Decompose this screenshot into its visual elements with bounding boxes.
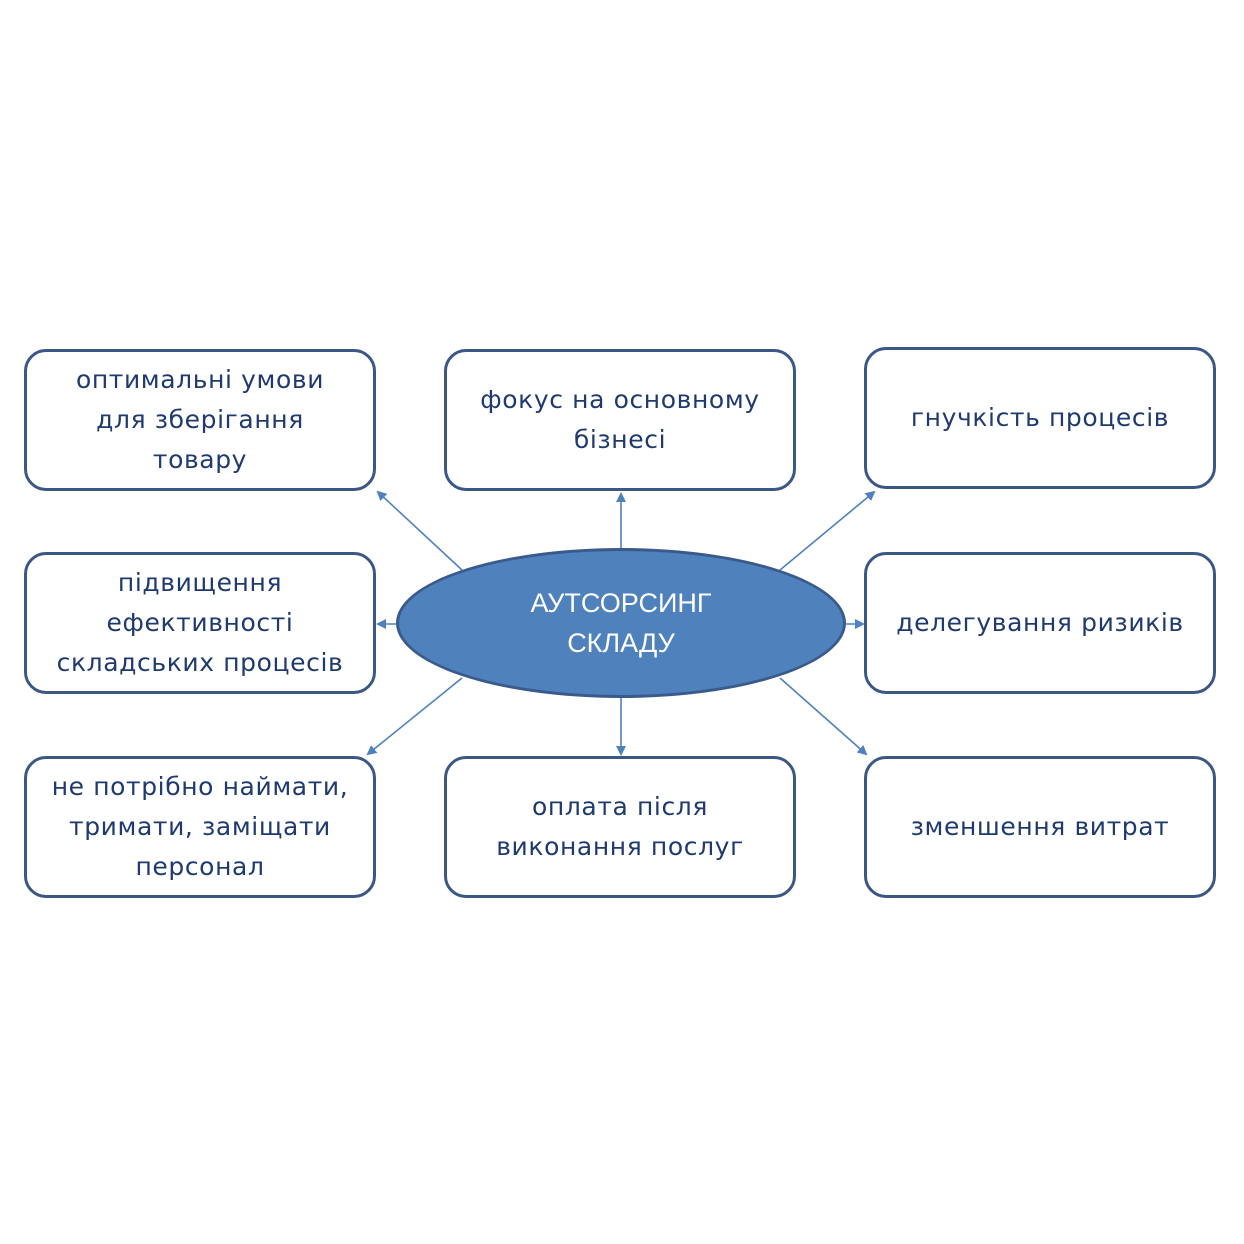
node-efficiency: підвищення ефективності складських проце… — [24, 552, 376, 694]
node-storage-conditions: оптимальні умови для зберігання товару — [24, 349, 376, 491]
node-cost-reduction: зменшення витрат — [864, 756, 1216, 898]
node-core-business: фокус на основному бізнесі — [444, 349, 796, 491]
node-personnel: не потрібно наймати, тримати, заміщати п… — [24, 756, 376, 898]
center-ellipse: АУТСОРСИНГ СКЛАДУ — [396, 548, 846, 698]
node-process-flexibility: гнучкість процесів — [864, 347, 1216, 489]
arrow-to-storage-conditions — [376, 490, 463, 571]
arrow-to-personnel — [366, 677, 463, 756]
arrow-to-process-flexibility — [779, 490, 876, 571]
arrow-to-cost-reduction — [779, 677, 868, 756]
node-risk-delegation: делегування ризиків — [864, 552, 1216, 694]
node-payment: оплата після виконання послуг — [444, 756, 796, 898]
